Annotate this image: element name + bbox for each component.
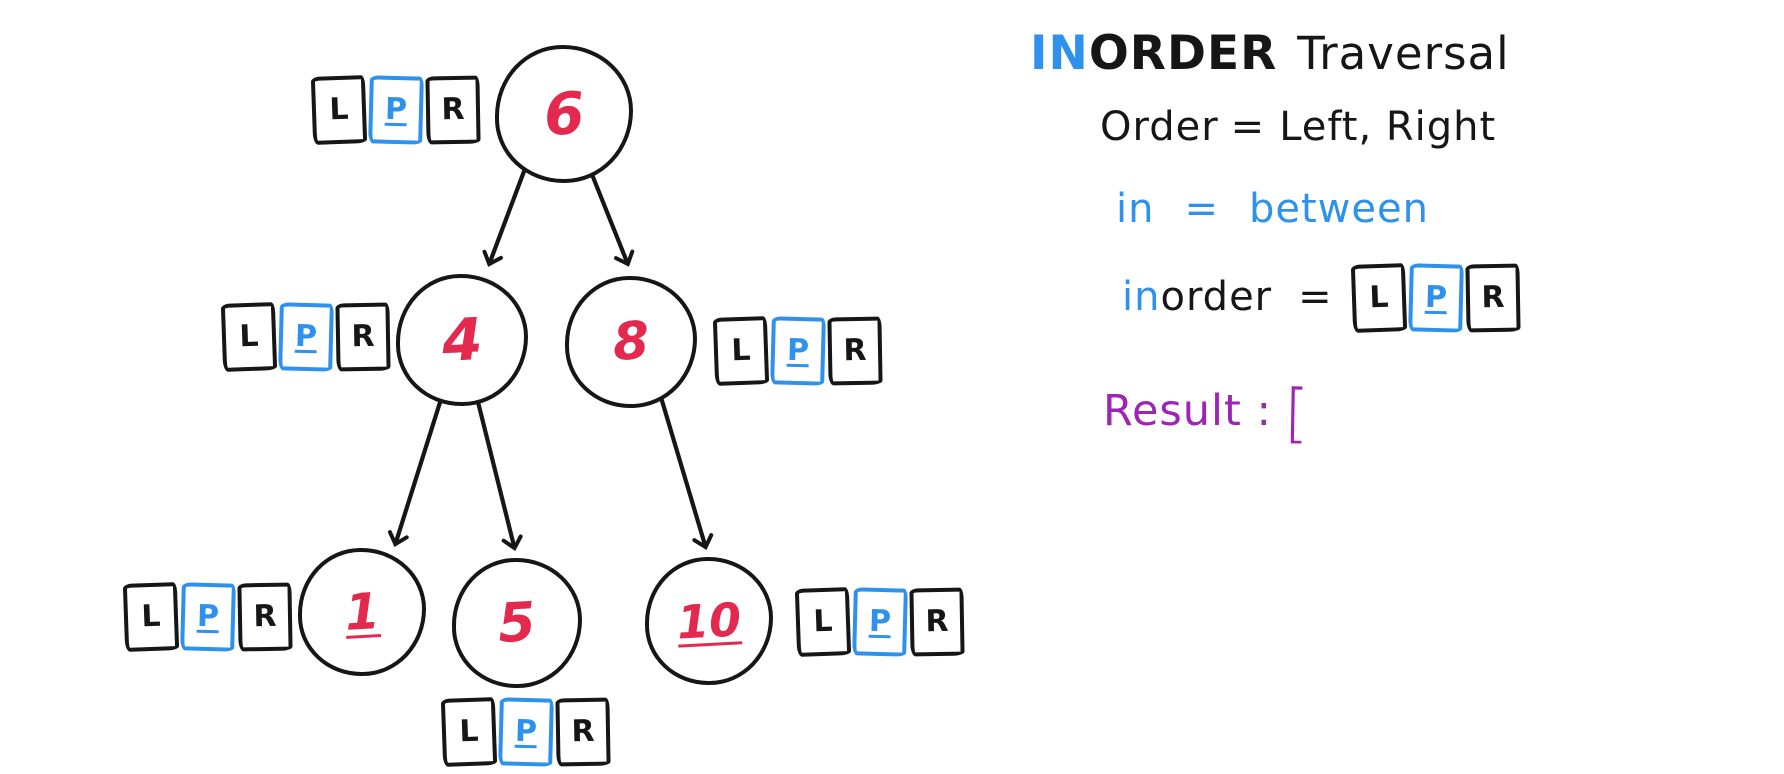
lpr-left-label: L [730,332,752,369]
lpr-parent-box: P [278,302,334,372]
lpr-left-box: L [794,587,852,657]
node-value: 1 [343,582,381,642]
lpr-parent-label: P [786,332,810,369]
lpr-parent-box: P [770,316,826,386]
lpr-parent-label: P [1424,279,1448,316]
note-order-line: Order= Left, Right [1100,104,1496,150]
lpr-left-label: L [812,603,834,640]
lpr-right-box: R [425,75,481,145]
node-value: 5 [496,590,538,655]
tree-node-8: 8 [565,276,697,408]
lpr-right-label: R [441,91,465,128]
lpr-left-box: L [1350,263,1408,333]
lpr-parent-box: P [852,587,908,657]
lpr-right-label: R [925,603,949,640]
lpr-left-box: L [122,582,180,652]
lpr-tag-node-5: L P R [440,697,611,767]
node-value: 10 [675,592,743,650]
lpr-parent-box: P [368,75,424,145]
node-value: 4 [440,304,484,376]
lpr-parent-label: P [384,91,408,128]
edge-6-to-8 [586,164,635,267]
note-inorder-line: inorder = [1122,274,1333,320]
tree-node-5: 5 [452,558,582,688]
lpr-left-label: L [458,713,480,750]
tree-node-4: 4 [396,274,528,406]
tree-node-6: 6 [495,45,633,183]
edge-4-to-1 [387,393,445,547]
lpr-right-label: R [253,598,277,635]
order-label: Order [1100,104,1219,150]
lpr-left-box: L [712,316,770,386]
lpr-right-box: R [555,697,611,767]
lpr-parent-box: P [498,697,554,767]
lpr-right-box: R [827,316,883,386]
lpr-right-label: R [351,318,375,355]
lpr-tag-legend: L P R [1350,263,1521,333]
lpr-parent-box: P [1408,263,1464,333]
lpr-left-label: L [238,318,260,355]
lpr-parent-label: P [294,318,318,355]
edge-6-to-4 [482,163,529,267]
lpr-left-box: L [220,302,278,372]
order-value: Left, Right [1279,104,1497,150]
lpr-parent-label: P [514,713,538,750]
result-label: Result : [1103,386,1273,436]
page-title: INORDER Traversal [1030,26,1510,81]
in-label: in [1116,186,1155,232]
node-value: 6 [542,78,586,150]
lpr-left-box: L [310,75,368,145]
lpr-left-label: L [140,598,162,635]
tree-node-10: 10 [645,557,773,685]
edge-4-to-5 [474,395,523,552]
lpr-right-label: R [1481,279,1505,316]
lpr-left-label: L [1368,279,1390,316]
lpr-right-box: R [237,582,293,652]
in-value: between [1248,186,1429,232]
lpr-tag-node-1: L P R [122,582,293,652]
lpr-right-label: R [571,713,595,750]
lpr-right-label: R [843,332,867,369]
lpr-parent-box: P [180,582,236,652]
equals-sign: = [1298,274,1333,320]
inorder-order: order [1160,274,1273,320]
lpr-tag-node-10: L P R [794,587,965,657]
node-value: 8 [611,311,651,373]
note-in-line: in = between [1116,186,1429,232]
lpr-left-box: L [440,697,498,767]
lpr-parent-label: P [196,598,220,635]
result-open-bracket: [ [1283,376,1311,452]
lpr-right-box: R [335,302,391,372]
edge-8-to-10 [657,391,714,550]
title-in-highlight: IN [1030,26,1089,81]
inorder-in-highlight: in [1122,274,1161,320]
lpr-tag-node-6: L P R [310,75,481,145]
title-order: ORDER [1088,26,1278,81]
lpr-tag-node-8: L P R [712,316,883,386]
lpr-right-box: R [1465,263,1521,333]
lpr-parent-label: P [868,603,892,640]
lpr-tag-node-4: L P R [220,302,391,372]
equals-sign: = [1184,186,1219,232]
lpr-left-label: L [328,91,350,128]
equals-sign: = [1230,104,1266,150]
result-line: Result :[ [1103,376,1311,452]
tree-node-1: 1 [298,548,426,676]
lpr-right-box: R [909,587,965,657]
title-traversal: Traversal [1297,27,1510,80]
